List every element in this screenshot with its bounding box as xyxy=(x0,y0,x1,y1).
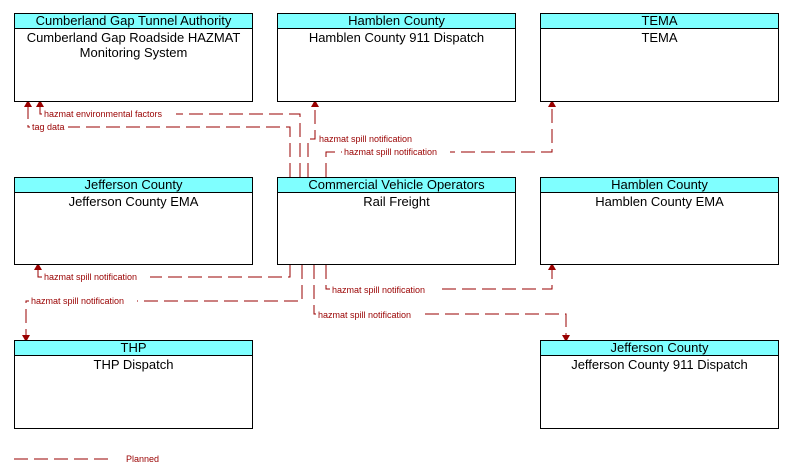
flow-label-tag-data: tag data xyxy=(32,122,65,132)
arrowhead-jefferson-ema xyxy=(34,263,42,270)
node-owner: THP xyxy=(15,341,252,356)
node-name: Jefferson County 911 Dispatch xyxy=(571,357,748,372)
node-rail-freight[interactable]: Commercial Vehicle Operators Rail Freigh… xyxy=(277,177,516,265)
node-jefferson-911-dispatch[interactable]: Jefferson County Jefferson County 911 Di… xyxy=(540,340,779,429)
arrowhead-cgta-tag xyxy=(24,100,32,107)
flow-label-to-jefferson-ema: hazmat spill notification xyxy=(44,272,137,282)
flow-line-to-jefferson-ema xyxy=(37,265,291,278)
flow-line-tag-data xyxy=(27,102,291,177)
node-name: Cumberland Gap Roadside HAZMAT Monitorin… xyxy=(26,30,241,60)
flow-line-to-hamblen-911 xyxy=(307,102,316,177)
arrowhead-hamblen-ema xyxy=(548,263,556,270)
node-name: Hamblen County 911 Dispatch xyxy=(308,30,485,45)
node-owner: Jefferson County xyxy=(541,341,778,356)
flow-line-to-thp xyxy=(25,265,303,340)
arrowhead-thp xyxy=(22,335,30,342)
node-owner: Jefferson County xyxy=(15,178,252,193)
node-cgta-hazmat-monitoring[interactable]: Cumberland Gap Tunnel Authority Cumberla… xyxy=(14,13,253,102)
flow-line-to-hamblen-ema xyxy=(325,265,553,290)
node-hamblen-county-ema[interactable]: Hamblen County Hamblen County EMA xyxy=(540,177,779,265)
flow-label-to-thp: hazmat spill notification xyxy=(31,296,124,306)
node-owner: TEMA xyxy=(541,14,778,29)
arrowhead-jefferson-911 xyxy=(562,335,570,342)
flow-label-to-jefferson-911: hazmat spill notification xyxy=(318,310,411,320)
node-tema[interactable]: TEMA TEMA xyxy=(540,13,779,102)
flow-line-to-jefferson-911 xyxy=(313,265,567,340)
node-owner: Commercial Vehicle Operators xyxy=(278,178,515,193)
flow-label-environmental-factors: hazmat environmental factors xyxy=(44,109,163,119)
node-owner: Cumberland Gap Tunnel Authority xyxy=(15,14,252,29)
node-name: Rail Freight xyxy=(363,194,430,209)
flow-label-to-hamblen-ema: hazmat spill notification xyxy=(332,285,425,295)
node-name: THP Dispatch xyxy=(93,357,174,372)
flow-label-to-hamblen-911: hazmat spill notification xyxy=(319,134,412,144)
arrowhead-tema xyxy=(548,100,556,107)
node-name: TEMA xyxy=(641,30,678,45)
arrowhead-cgta-env xyxy=(36,100,44,107)
node-owner: Hamblen County xyxy=(278,14,515,29)
node-owner: Hamblen County xyxy=(541,178,778,193)
node-hamblen-911-dispatch[interactable]: Hamblen County Hamblen County 911 Dispat… xyxy=(277,13,516,102)
flow-label-to-tema: hazmat spill notification xyxy=(344,147,437,157)
node-name: Jefferson County EMA xyxy=(68,194,199,209)
node-thp-dispatch[interactable]: THP THP Dispatch xyxy=(14,340,253,429)
flow-line-to-tema xyxy=(325,102,553,177)
legend-label-planned: Planned xyxy=(126,454,159,464)
node-jefferson-county-ema[interactable]: Jefferson County Jefferson County EMA xyxy=(14,177,253,265)
node-name: Hamblen County EMA xyxy=(595,194,724,209)
arrowhead-hamblen-911 xyxy=(311,100,319,107)
